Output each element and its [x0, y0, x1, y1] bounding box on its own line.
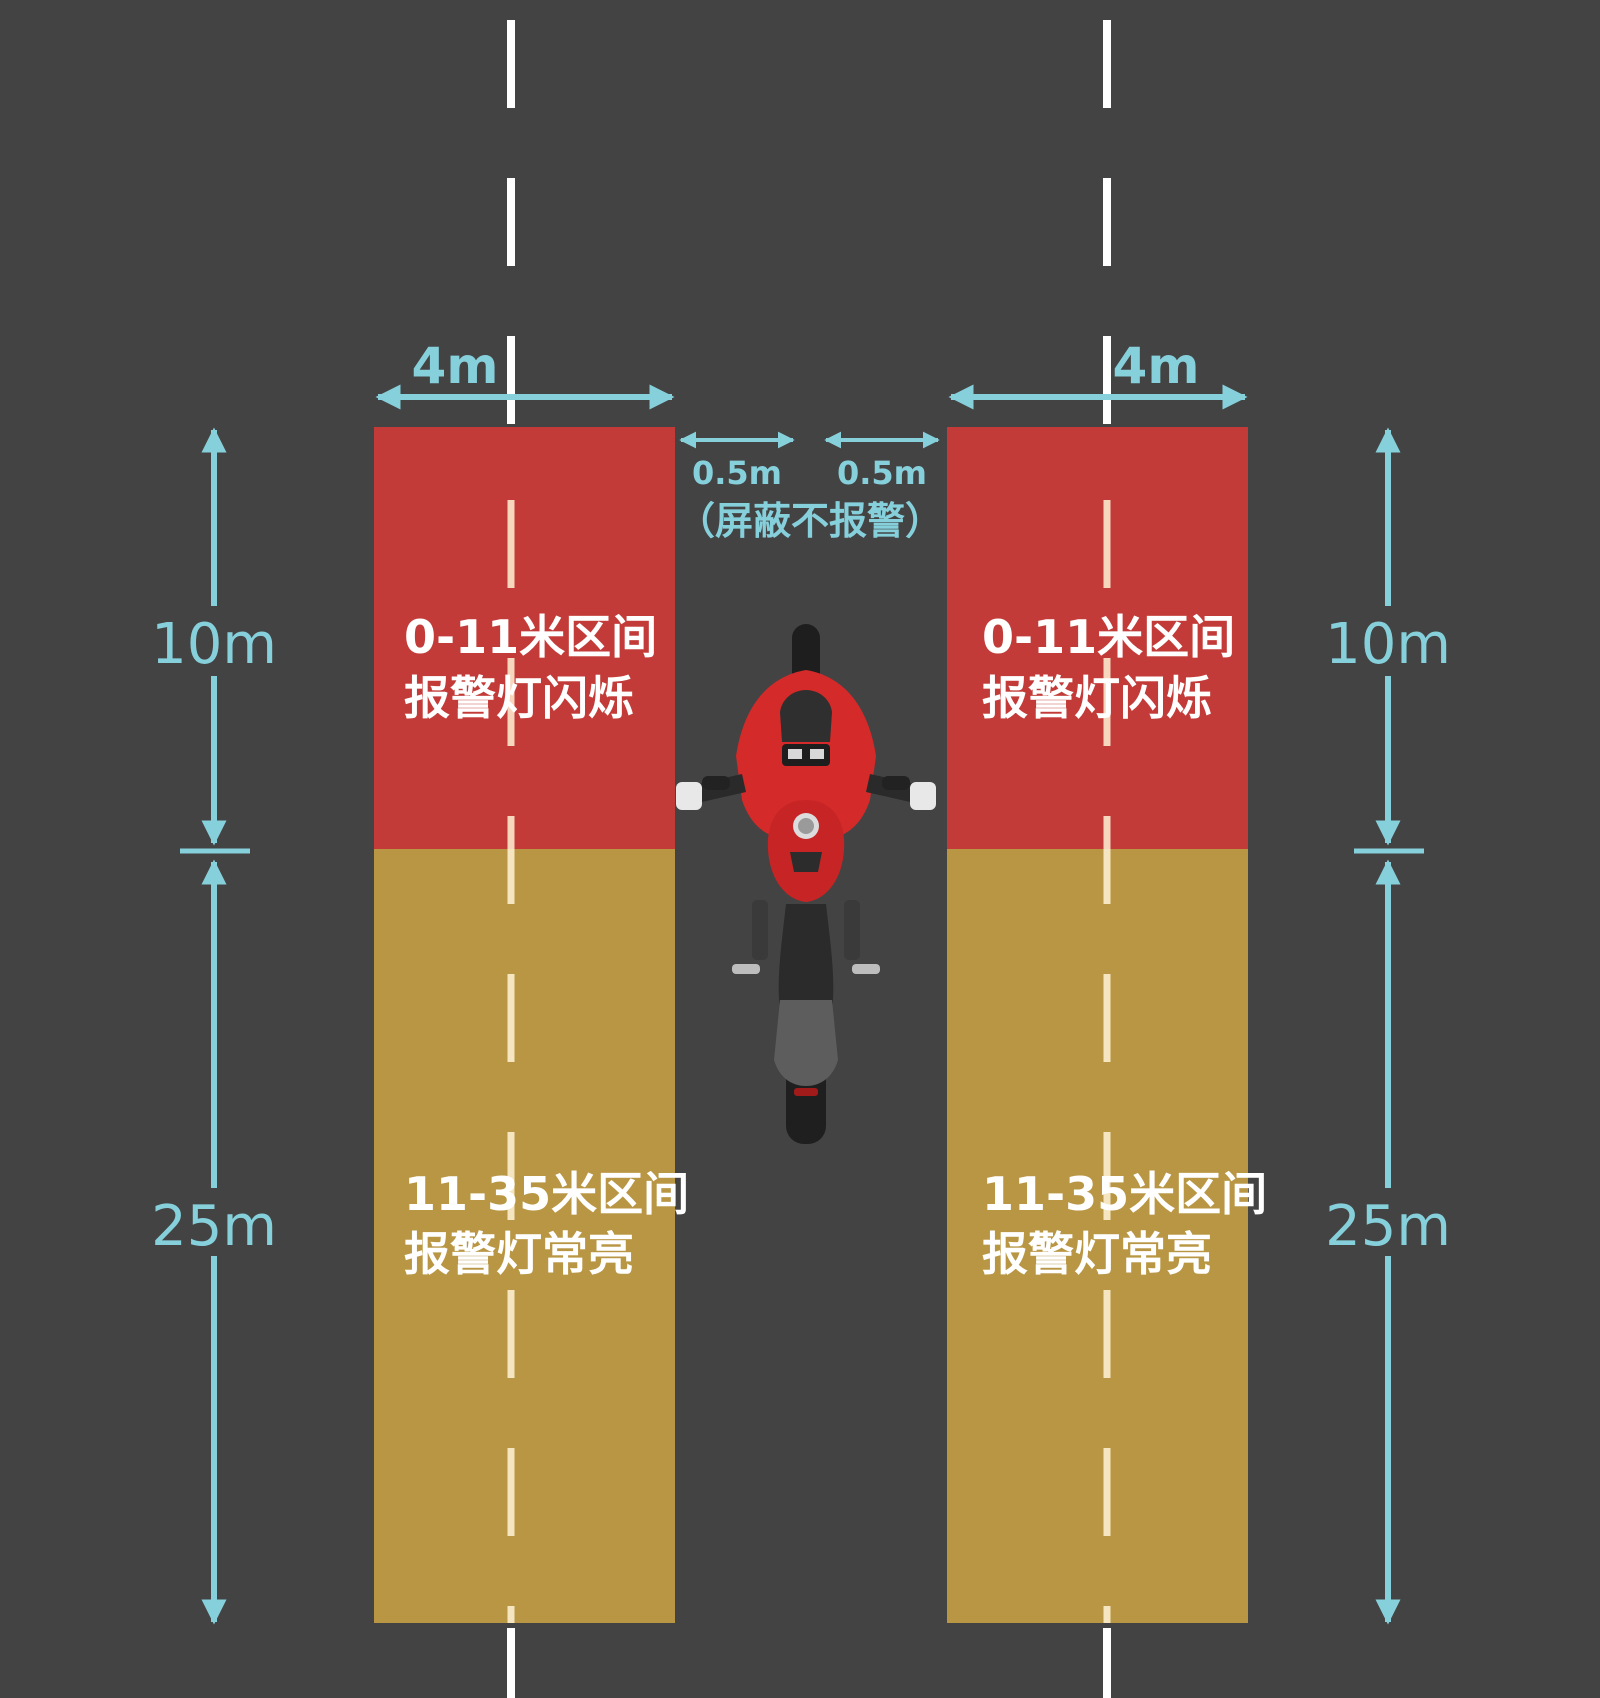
left-yellow-length-label: 25m [151, 1194, 277, 1259]
left-width-label: 4m [412, 337, 499, 395]
right-gap-label: 0.5m [837, 454, 927, 492]
gap-note: （屏蔽不报警） [677, 499, 943, 543]
right-red-length-label: 10m [1325, 612, 1451, 677]
right-yellow-zone [947, 849, 1248, 1623]
right-red-zone-line1: 0-11米区间 [982, 610, 1235, 664]
left-yellow-zone-line1: 11-35米区间 [404, 1167, 689, 1221]
left-red-zone [374, 427, 675, 849]
motorcycle-icon [676, 624, 936, 1144]
right-yellow-zone-line2: 报警灯常亮 [982, 1227, 1212, 1281]
left-red-length-label: 10m [151, 612, 277, 677]
left-gap-label: 0.5m [692, 454, 782, 492]
left-red-zone-line1: 0-11米区间 [404, 610, 657, 664]
right-yellow-length-label: 25m [1325, 1194, 1451, 1259]
right-red-zone [947, 427, 1248, 849]
right-width-label: 4m [1113, 337, 1200, 395]
left-yellow-zone-line2: 报警灯常亮 [404, 1227, 634, 1281]
right-red-zone-line2: 报警灯闪烁 [982, 671, 1212, 725]
right-yellow-zone-line1: 11-35米区间 [982, 1167, 1267, 1221]
left-yellow-zone [374, 849, 675, 1623]
left-red-zone-line2: 报警灯闪烁 [404, 671, 634, 725]
